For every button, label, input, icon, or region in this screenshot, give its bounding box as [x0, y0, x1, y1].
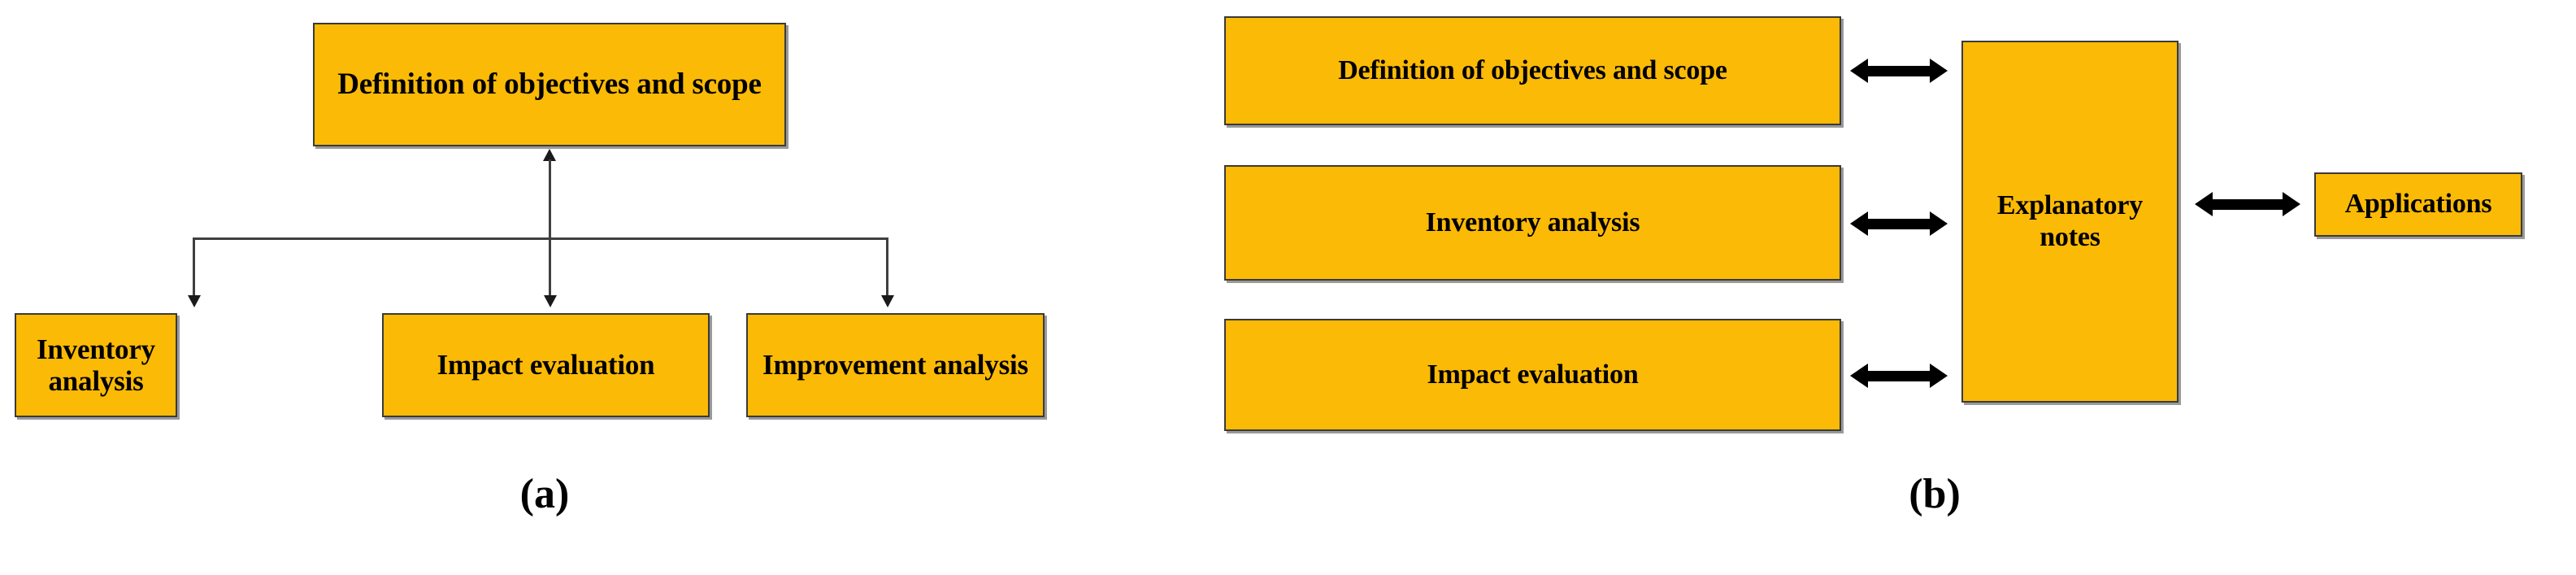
- double-arrow-row2-to-hub-icon: [1850, 211, 1948, 236]
- node-impact-evaluation-a[interactable]: Impact evaluation: [382, 313, 710, 417]
- node-label: Definition of objectives and scope: [337, 68, 762, 102]
- arrowhead-right-icon: [1930, 211, 1948, 236]
- node-label: Inventory analysis: [37, 333, 155, 397]
- connector-vertical-left-a: [193, 237, 195, 296]
- node-label: Inventory analysis: [1425, 207, 1640, 237]
- node-definition-of-objectives-and-scope-b[interactable]: Definition of objectives and scope: [1224, 16, 1841, 125]
- node-definition-of-objectives-and-scope-a[interactable]: Definition of objectives and scope: [313, 23, 786, 146]
- node-improvement-analysis-a[interactable]: Improvement analysis: [746, 313, 1045, 417]
- arrow-shaft: [1867, 370, 1931, 381]
- arrowhead-left-icon: [1850, 364, 1868, 388]
- arrowhead-down-to-impact-evaluation-icon: [544, 295, 557, 307]
- arrowhead-down-to-inventory-analysis-icon: [188, 295, 201, 307]
- arrowhead-right-icon: [1930, 59, 1948, 83]
- node-label: Definition of objectives and scope: [1338, 54, 1727, 85]
- node-inventory-analysis-b[interactable]: Inventory analysis: [1224, 165, 1841, 281]
- arrowhead-right-icon: [1930, 364, 1948, 388]
- arrow-shaft: [1867, 218, 1931, 229]
- connector-vertical-center-down-a: [549, 237, 551, 296]
- node-impact-evaluation-b[interactable]: Impact evaluation: [1224, 319, 1841, 431]
- panel-caption-b: (b): [1909, 471, 1961, 517]
- node-inventory-analysis-a[interactable]: Inventory analysis: [15, 313, 177, 417]
- connector-vertical-right-a: [886, 237, 888, 296]
- double-arrow-hub-to-applications-icon: [2195, 192, 2300, 216]
- double-arrow-row3-to-hub-icon: [1850, 364, 1948, 388]
- arrowhead-left-icon: [1850, 211, 1868, 236]
- arrowhead-right-icon: [2283, 192, 2300, 216]
- arrowhead-up-to-top-node-icon: [543, 149, 556, 161]
- arrowhead-down-to-improvement-analysis-icon: [881, 295, 894, 307]
- connector-horizontal-bus-a: [193, 237, 888, 240]
- arrowhead-left-icon: [1850, 59, 1868, 83]
- panel-caption-a: (a): [519, 471, 570, 517]
- arrowhead-left-icon: [2195, 192, 2213, 216]
- arrow-shaft: [1867, 65, 1931, 76]
- node-applications[interactable]: Applications: [2314, 172, 2522, 237]
- connector-vertical-center-a: [549, 159, 551, 239]
- double-arrow-row1-to-hub-icon: [1850, 59, 1948, 83]
- node-explanatory-notes[interactable]: Explanatory notes: [1961, 41, 2179, 403]
- node-label: Impact evaluation: [437, 349, 655, 381]
- node-label: Applications: [2344, 189, 2492, 220]
- arrow-shaft: [2212, 198, 2283, 210]
- node-label: Explanatory notes: [1996, 190, 2144, 252]
- node-label: Impact evaluation: [1427, 359, 1639, 390]
- node-label: Improvement analysis: [762, 349, 1028, 381]
